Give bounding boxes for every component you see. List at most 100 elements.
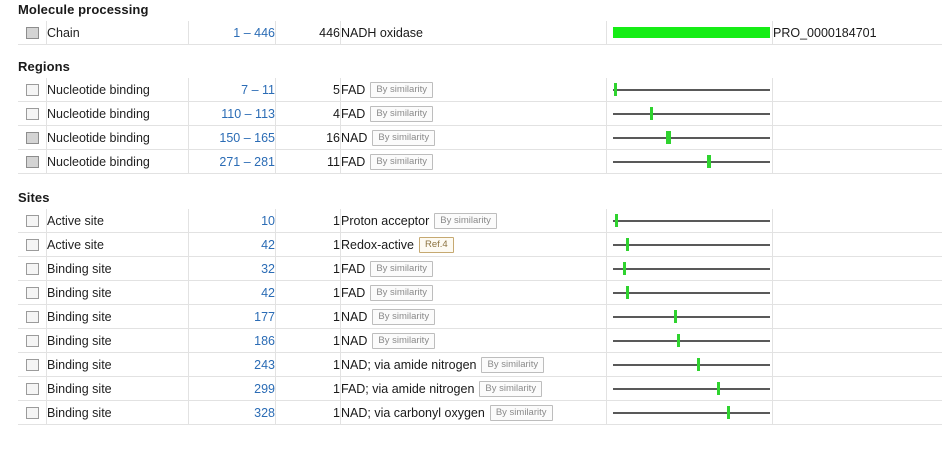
row-select-cell[interactable] [18, 256, 47, 281]
evidence-badge[interactable]: By similarity [370, 260, 433, 277]
row-select-cell[interactable] [18, 149, 47, 174]
position-cell[interactable]: 150 – 165 [188, 125, 276, 150]
track-cell[interactable] [606, 328, 773, 353]
track-cell[interactable] [606, 21, 773, 45]
evidence-badge[interactable]: By similarity [434, 212, 497, 229]
evidence-badge[interactable]: By similarity [372, 129, 436, 146]
track-feature-marker[interactable] [615, 214, 619, 227]
track-cell[interactable] [606, 304, 773, 329]
track-feature-bar[interactable] [613, 27, 770, 38]
row-select-cell[interactable] [18, 280, 47, 305]
track-cell[interactable] [606, 232, 773, 257]
position-link[interactable]: 42 [261, 237, 275, 252]
position-cell[interactable]: 177 [188, 304, 276, 329]
position-link[interactable]: 110 – 113 [221, 106, 275, 121]
position-cell[interactable]: 271 – 281 [188, 149, 276, 174]
track-cell[interactable] [606, 149, 773, 174]
track-cell[interactable] [606, 125, 773, 150]
row-checkbox[interactable] [25, 214, 39, 227]
evidence-badge[interactable]: By similarity [481, 356, 545, 373]
evidence-badge[interactable]: By similarity [372, 332, 436, 349]
row-select-cell[interactable] [18, 209, 47, 233]
row-checkbox[interactable] [25, 262, 39, 275]
feature-track[interactable] [613, 354, 770, 375]
track-feature-marker[interactable] [677, 334, 681, 347]
track-cell[interactable] [606, 400, 773, 425]
feature-track[interactable] [613, 258, 770, 279]
row-checkbox[interactable] [25, 310, 39, 323]
evidence-badge[interactable]: By similarity [370, 153, 433, 170]
position-link[interactable]: 271 – 281 [219, 154, 275, 169]
track-cell[interactable] [606, 376, 773, 401]
feature-track[interactable] [613, 282, 770, 303]
row-select-cell[interactable] [18, 232, 47, 257]
row-select-cell[interactable] [18, 21, 47, 45]
position-link[interactable]: 42 [261, 285, 275, 300]
row-select-cell[interactable] [18, 352, 47, 377]
track-feature-marker[interactable] [626, 286, 630, 299]
feature-track[interactable] [613, 127, 770, 148]
position-cell[interactable]: 42 [188, 232, 276, 257]
feature-track[interactable] [613, 234, 770, 255]
evidence-badge[interactable]: By similarity [370, 284, 433, 301]
feature-track[interactable] [613, 402, 770, 423]
evidence-badge[interactable]: By similarity [372, 308, 436, 325]
row-select-cell[interactable] [18, 328, 47, 353]
track-cell[interactable] [606, 352, 773, 377]
track-cell[interactable] [606, 101, 773, 126]
position-cell[interactable]: 32 [188, 256, 276, 281]
row-checkbox[interactable] [25, 83, 39, 96]
track-feature-marker[interactable] [626, 238, 630, 251]
track-feature-marker[interactable] [614, 83, 618, 96]
position-cell[interactable]: 328 [188, 400, 276, 425]
evidence-badge[interactable]: Ref.4 [418, 236, 454, 253]
track-cell[interactable] [606, 256, 773, 281]
row-checkbox[interactable] [25, 334, 39, 347]
feature-track[interactable] [613, 151, 770, 172]
row-select-cell[interactable] [18, 125, 47, 150]
position-cell[interactable]: 42 [188, 280, 276, 305]
position-cell[interactable]: 299 [188, 376, 276, 401]
row-checkbox[interactable] [25, 131, 39, 144]
row-select-cell[interactable] [18, 376, 47, 401]
row-checkbox[interactable] [25, 382, 39, 395]
position-cell[interactable]: 1 – 446 [188, 21, 276, 45]
position-link[interactable]: 243 [254, 357, 275, 372]
track-feature-marker[interactable] [650, 107, 654, 120]
row-checkbox[interactable] [25, 107, 39, 120]
feature-track[interactable] [613, 306, 770, 327]
track-feature-marker[interactable] [622, 262, 626, 275]
position-cell[interactable]: 10 [188, 209, 276, 233]
feature-track[interactable] [613, 79, 770, 100]
position-link[interactable]: 7 – 11 [241, 82, 275, 97]
track-feature-marker[interactable] [674, 310, 677, 323]
row-checkbox[interactable] [25, 155, 39, 168]
evidence-badge[interactable]: By similarity [489, 404, 553, 421]
row-checkbox[interactable] [25, 406, 39, 419]
track-feature-marker[interactable] [665, 131, 672, 144]
position-link[interactable]: 32 [261, 261, 275, 276]
position-link[interactable]: 299 [254, 381, 275, 396]
evidence-badge[interactable]: By similarity [370, 81, 433, 98]
row-select-cell[interactable] [18, 101, 47, 126]
position-link[interactable]: 186 [254, 333, 275, 348]
row-checkbox[interactable] [25, 286, 39, 299]
feature-track[interactable] [613, 22, 770, 43]
track-cell[interactable] [606, 280, 773, 305]
row-select-cell[interactable] [18, 304, 47, 329]
evidence-badge[interactable]: By similarity [479, 380, 543, 397]
track-cell[interactable] [606, 78, 773, 102]
row-select-cell[interactable] [18, 400, 47, 425]
track-feature-marker[interactable] [727, 406, 731, 419]
feature-track[interactable] [613, 378, 770, 399]
feature-track[interactable] [613, 103, 770, 124]
